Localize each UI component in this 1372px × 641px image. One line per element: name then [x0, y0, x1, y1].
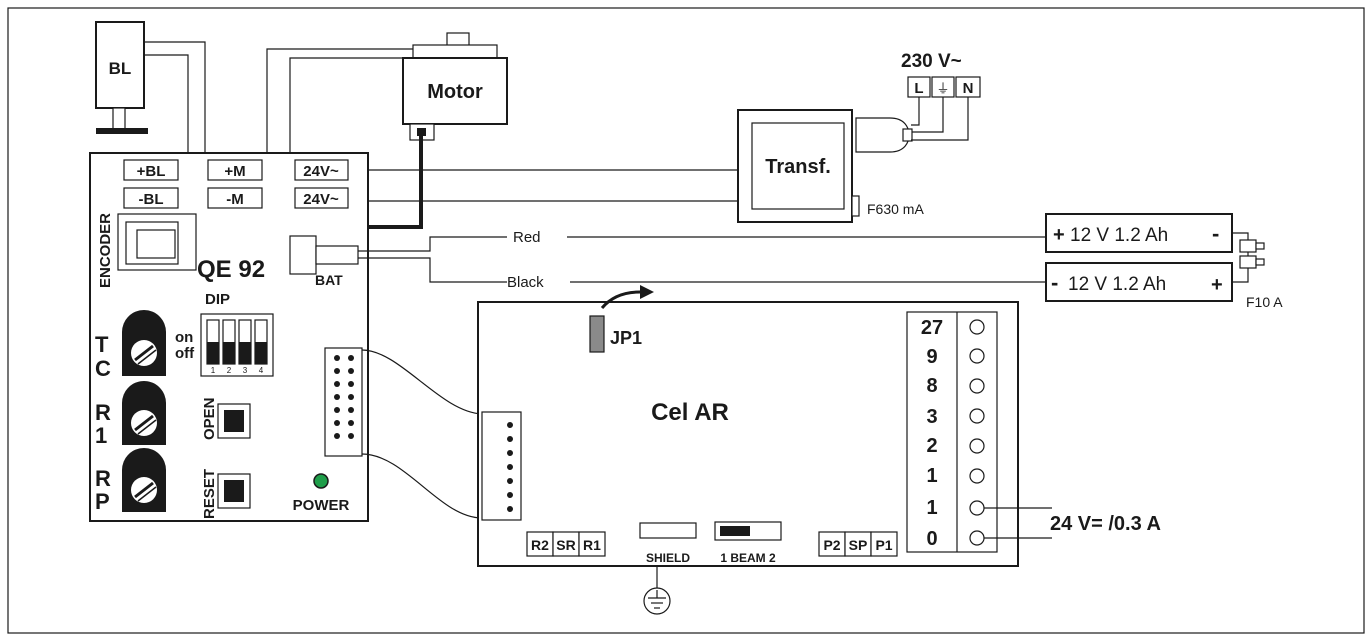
battery-top-plus: + — [1053, 224, 1065, 246]
power-led — [313, 473, 329, 489]
dip-switch-3[interactable] — [238, 319, 252, 365]
terminal-24v-2: 24V~ — [303, 191, 339, 208]
battery-bottom: - 12 V 1.2 Ah + — [1045, 262, 1233, 302]
trimmer-rp-label-p: P — [95, 489, 110, 514]
beam-label: 1 BEAM 2 — [720, 551, 776, 565]
dip-label: DIP — [205, 291, 230, 308]
mains-voltage: 230 V~ — [901, 51, 962, 72]
terminal-n: N — [963, 80, 974, 97]
dip-num-1: 1 — [211, 366, 216, 375]
main-fuse-label: F630 mA — [867, 201, 924, 217]
terminal-3: 3 — [926, 406, 937, 428]
battery-fuse-label: F10 A — [1246, 294, 1283, 310]
terminal-minus-bl: -BL — [139, 191, 164, 208]
transformer-label: Transf. — [765, 156, 831, 178]
battery-top-label: 12 V 1.2 Ah — [1070, 225, 1168, 246]
terminal-plus-bl: +BL — [137, 163, 166, 180]
terminal-plus-m: +M — [224, 163, 245, 180]
bat-label: BAT — [315, 272, 343, 288]
mains-terminals: 230 V~ L ⏚ N — [901, 51, 981, 98]
dip-num-3: 3 — [243, 366, 248, 375]
jp1-jumper[interactable] — [589, 315, 605, 353]
beam-switch[interactable] — [714, 521, 782, 541]
battery-top: + 12 V 1.2 Ah - — [1045, 213, 1233, 253]
encoder-label: ENCODER — [97, 213, 114, 288]
trimmer-rp[interactable] — [122, 448, 166, 512]
transformer: Transf. F630 mA — [737, 109, 924, 223]
dip-switch-4[interactable] — [254, 319, 268, 365]
terminal-0: 0 — [926, 528, 937, 550]
shield-label: SHIELD — [646, 551, 690, 565]
diagram-frame — [7, 7, 1365, 634]
terminal-minus-m: -M — [226, 191, 244, 208]
battery-bottom-label: 12 V 1.2 Ah — [1068, 274, 1166, 295]
dip-switch-2[interactable] — [222, 319, 236, 365]
reset-button[interactable] — [217, 473, 251, 509]
battery-bottom-plus: + — [1211, 274, 1223, 296]
terminal-9: 9 — [926, 346, 937, 368]
terminal-24v-1: 24V~ — [303, 163, 339, 180]
module-label: Cel AR — [651, 399, 729, 426]
controller-board: +BL -BL +M -M 24V~ 24V~ ENCODER QE 92 BA… — [89, 152, 369, 522]
terminal-8: 8 — [926, 375, 937, 397]
dip-num-2: 2 — [227, 366, 232, 375]
bottom-r2: R2 — [531, 537, 549, 553]
trimmer-rp-label-r: R — [95, 466, 111, 491]
black-wire-label: Black — [507, 274, 544, 291]
dip-switch-1[interactable] — [206, 319, 220, 365]
bottom-p1: P1 — [875, 537, 892, 553]
dip-off-label: off — [175, 345, 195, 362]
reset-label: RESET — [201, 469, 218, 519]
terminal-l: L — [914, 80, 923, 97]
battery-fuse: F10 A — [1232, 232, 1283, 310]
bottom-p2: P2 — [823, 537, 840, 553]
trimmer-r1[interactable] — [122, 381, 166, 445]
open-label: OPEN — [201, 397, 218, 440]
jp1-label: JP1 — [610, 328, 642, 348]
cel-ar-module: JP1 Cel AR 27 9 8 3 2 1 1 0 — [477, 285, 1019, 567]
controller-label: QE 92 — [197, 256, 265, 283]
red-wire-label: Red — [513, 229, 541, 246]
trimmer-r1-label-r: R — [95, 400, 111, 425]
battery-top-minus: - — [1212, 221, 1219, 246]
motor-label: Motor — [427, 81, 483, 103]
terminal-2: 2 — [926, 435, 937, 457]
terminal-27: 27 — [921, 317, 943, 339]
blinker-label: BL — [109, 59, 132, 78]
ground-icon — [643, 566, 671, 615]
terminal-earth-icon: ⏚ — [936, 81, 949, 96]
motor: Motor — [402, 32, 508, 141]
bottom-r1: R1 — [583, 537, 601, 553]
bottom-sr: SR — [556, 537, 575, 553]
bottom-sp: SP — [849, 537, 868, 553]
blinker-lamp: BL — [95, 21, 148, 134]
power-label: POWER — [293, 497, 350, 514]
dip-on-label: on — [175, 329, 193, 346]
output-label: 24 V= /0.3 A — [1050, 513, 1161, 535]
trimmer-tc-label-c: C — [95, 356, 111, 381]
terminal-1a: 1 — [926, 465, 937, 487]
open-button[interactable] — [217, 403, 251, 439]
trimmer-r1-label-1: 1 — [95, 423, 107, 448]
dip-num-4: 4 — [259, 366, 264, 375]
trimmer-tc-label-t: T — [95, 332, 109, 357]
battery-bottom-minus: - — [1051, 270, 1058, 295]
trimmer-tc[interactable] — [122, 310, 166, 376]
terminal-1b: 1 — [926, 497, 937, 519]
